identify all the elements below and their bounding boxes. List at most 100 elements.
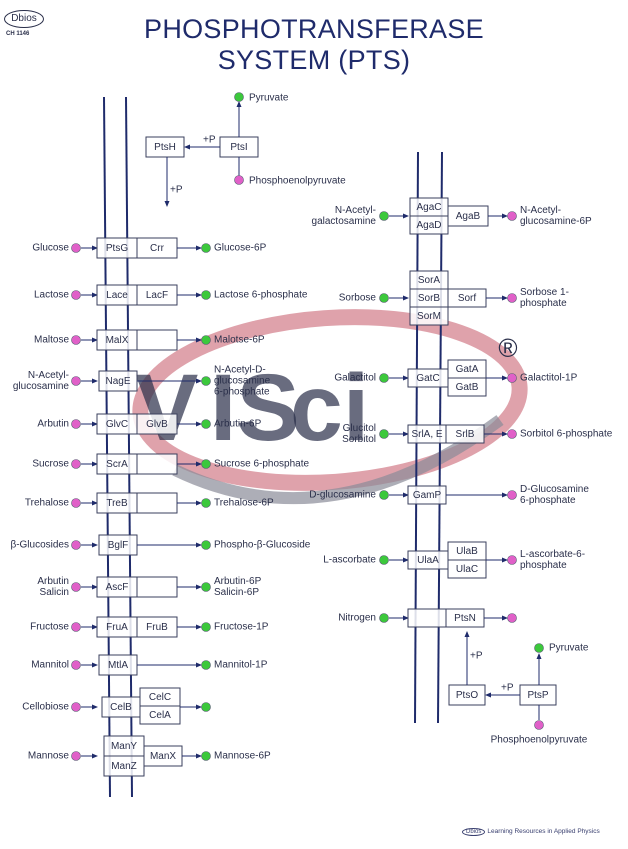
- enzyme-sorm-label: SorM: [417, 311, 441, 322]
- enzyme-iib-label: LacF: [146, 290, 168, 301]
- substrate-label: Lactose: [34, 290, 69, 301]
- enzyme-iib-label: Crr: [150, 243, 165, 254]
- substrate-dot: [71, 660, 81, 670]
- product-dot: [201, 540, 211, 550]
- substrate-dot: [71, 622, 81, 632]
- product-label: Galactitol-1P: [520, 373, 578, 384]
- membrane-line: [125, 96, 133, 798]
- product-dot: [201, 459, 211, 469]
- substrate-dot: [379, 555, 389, 565]
- product-dot: [201, 582, 211, 592]
- enzyme-manz-label: ManZ: [111, 761, 137, 772]
- product-label: N-Acetyl-D-: [214, 365, 266, 376]
- substrate-label: Fructose: [30, 622, 69, 633]
- substrate-label: N-Acetyl-: [335, 205, 376, 216]
- substrate-dot: [71, 582, 81, 592]
- enzyme-cela-label: CelA: [149, 710, 171, 721]
- enzyme-cela-box: [139, 705, 181, 725]
- substrate-dot: [379, 613, 389, 623]
- watermark-v: V: [135, 355, 198, 461]
- product-dot: [507, 211, 517, 221]
- product-label: 6-phosphate: [214, 387, 270, 398]
- product-label: glucosamine: [214, 376, 271, 387]
- enzyme-iib-label: FruB: [146, 622, 168, 633]
- product-label: Sucrose 6-phosphate: [214, 459, 310, 470]
- enzyme-iib-box: [136, 329, 178, 351]
- substrate-label: Mannitol: [31, 660, 69, 671]
- substrate-dot: [71, 376, 81, 386]
- enzyme-side-a-label: GatA: [456, 364, 479, 375]
- enzyme-side-b-box: [447, 559, 487, 579]
- catalog-code: CH 1146: [6, 31, 30, 37]
- product-dot: [201, 702, 211, 712]
- dbios-logo: Dbios: [4, 10, 44, 28]
- enzyme-iic-label: MalX: [106, 335, 129, 346]
- substrate-dot: [71, 335, 81, 345]
- pyruvate-label: Pyruvate: [549, 643, 589, 654]
- pep-label: Phosphoenolpyruvate: [491, 735, 588, 746]
- enzyme-celc-label: CelC: [149, 692, 171, 703]
- plus-p-label: +P: [501, 683, 514, 694]
- product-dot: [507, 613, 517, 623]
- substrate-label: Sorbitol: [342, 434, 376, 445]
- product-label: phosphate: [520, 560, 567, 571]
- pyruvate-label: Pyruvate: [249, 93, 289, 104]
- substrate-label: Glucose: [32, 243, 69, 254]
- substrate-label: D-glucosamine: [309, 490, 376, 501]
- product-label: Sorbitol 6-phosphate: [520, 429, 613, 440]
- ptso-label: PtsO: [456, 690, 478, 701]
- substrate-label: Glucitol: [343, 423, 376, 434]
- substrate-label: Trehalose: [25, 498, 70, 509]
- enzyme-sorm-box: [409, 306, 449, 326]
- product-dot: [201, 660, 211, 670]
- substrate-label: L-ascorbate: [323, 555, 376, 566]
- product-label: Mannitol-1P: [214, 660, 268, 671]
- enzyme-iic-label: AscF: [106, 582, 129, 593]
- product-label: D-Glucosamine: [520, 484, 589, 495]
- watermark-ci: ci: [290, 355, 369, 461]
- ptsh-label: PtsH: [154, 142, 176, 153]
- enzyme-sora-label: SorA: [418, 275, 441, 286]
- product-dot: [201, 335, 211, 345]
- enzyme-side-b-label: GatB: [456, 382, 479, 393]
- enzyme-celb-label: CelB: [110, 702, 132, 713]
- enzyme-agab-label: AgaB: [456, 211, 481, 222]
- ptsp-label: PtsP: [527, 690, 548, 701]
- product-dot: [201, 622, 211, 632]
- substrate-label: Arbutin: [37, 576, 69, 587]
- enzyme-iic-label: BglF: [108, 540, 129, 551]
- enzyme-side-b-box: [447, 377, 487, 397]
- enzyme-ptsn-label: PtsN: [454, 613, 476, 624]
- substrate-dot: [71, 751, 81, 761]
- product-label: Fructose-1P: [214, 622, 269, 633]
- enzyme-iic-label: FruA: [106, 622, 128, 633]
- enzyme-sorf-label: Sorf: [458, 293, 477, 304]
- enzyme-gamp-label: GamP: [413, 490, 442, 501]
- enzyme-manx-label: ManX: [150, 751, 176, 762]
- product-dot: [507, 490, 517, 500]
- pep-dot: [234, 175, 244, 185]
- left-system-row: Fructose FruA FruB Fructose-1P: [30, 616, 269, 638]
- enzyme-iic-label: NagE: [105, 376, 130, 387]
- product-dot: [201, 290, 211, 300]
- product-label: Trehalose-6P: [214, 498, 274, 509]
- product-dot: [507, 293, 517, 303]
- substrate-label: Salicin: [40, 587, 69, 598]
